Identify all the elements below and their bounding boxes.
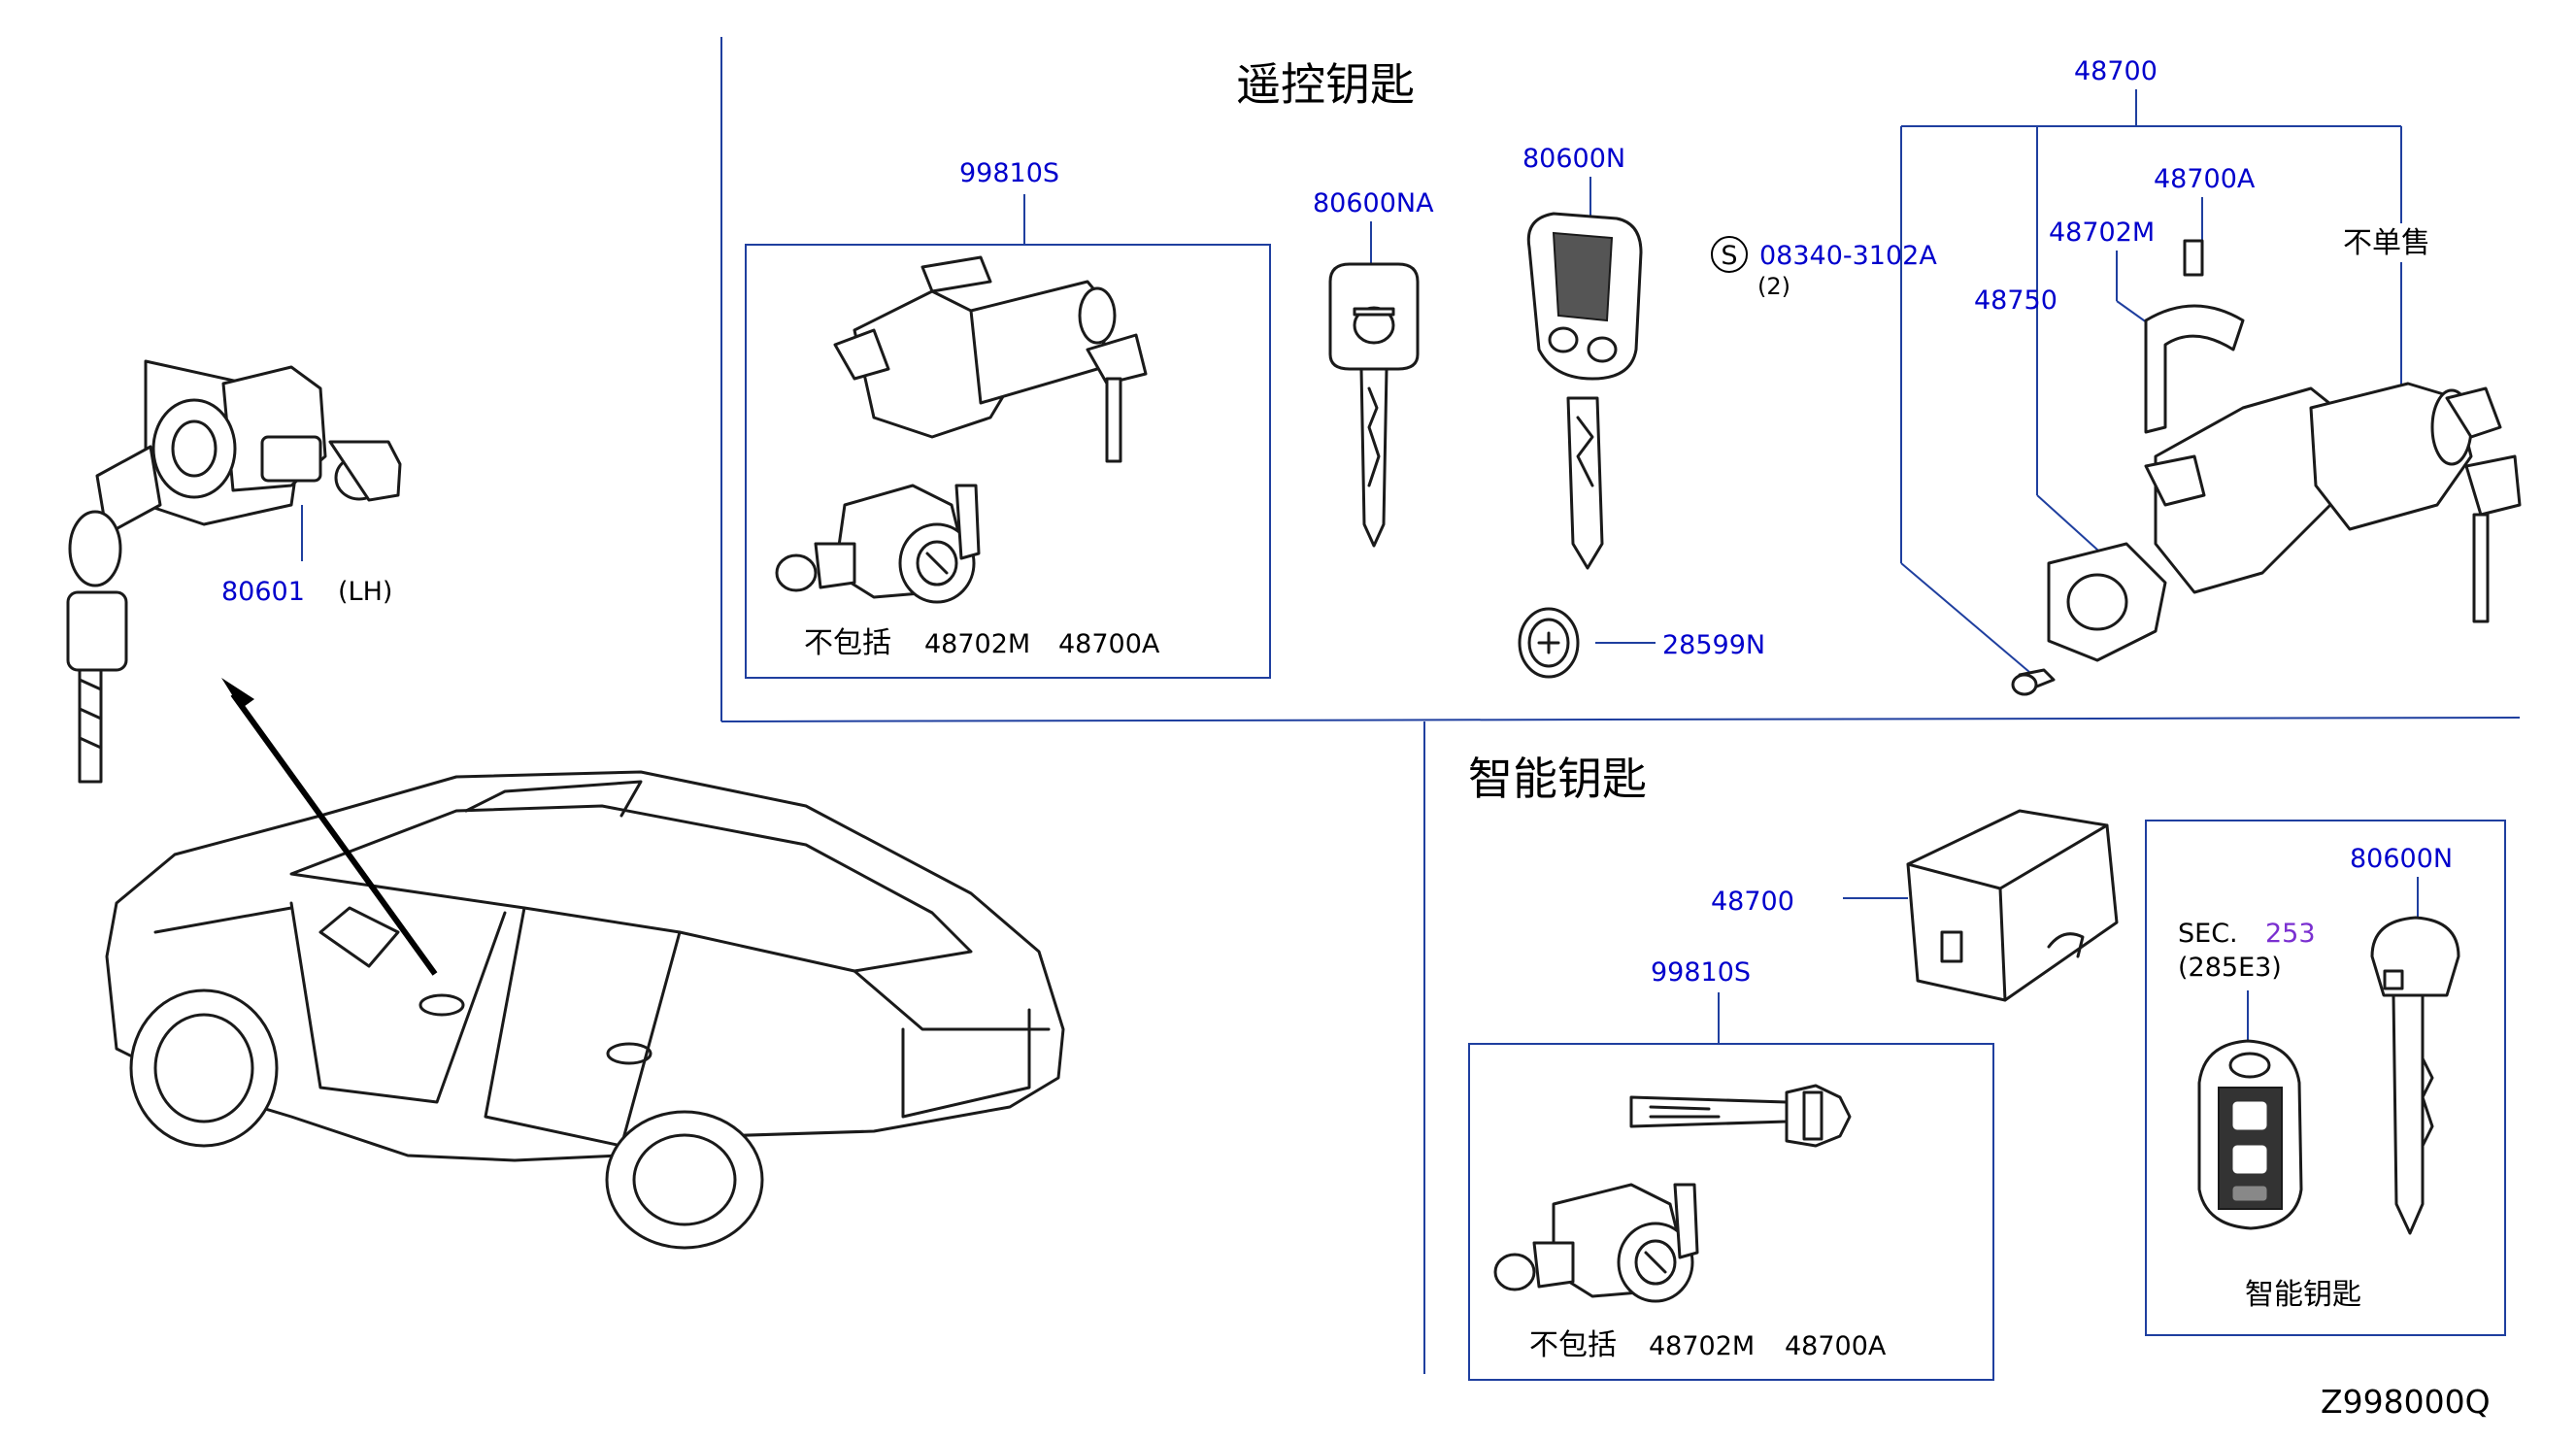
part-08340-3102a[interactable]: 08340-3102A — [1759, 241, 1937, 271]
intelligent-key-caption: 智能钥匙 — [2245, 1278, 2361, 1312]
smart-kit-not-incl-48700a: 48700A — [1785, 1331, 1887, 1361]
intelligent-key-box — [2145, 820, 2506, 1336]
sec-253[interactable]: 253 — [2265, 919, 2316, 949]
part-80600n-smart[interactable]: 80600N — [2350, 844, 2453, 874]
remote-key-80600n-illustration — [1526, 212, 1643, 570]
part-48700a[interactable]: 48700A — [2154, 164, 2256, 194]
emergency-key-80600n-illustration — [2370, 916, 2460, 1235]
screw-symbol: S — [1711, 236, 1748, 273]
lock-cover-48700-illustration — [1906, 809, 2119, 1002]
kit-not-incl-48700a: 48700A — [1058, 629, 1160, 659]
side-lh: (LH) — [338, 577, 392, 607]
arrow-to-door-lock — [221, 678, 438, 976]
key-blank-80600na-illustration — [1328, 262, 1420, 548]
not-sold-separately: 不单售 — [2343, 226, 2430, 260]
part-99810s-smart[interactable]: 99810S — [1651, 957, 1751, 988]
svg-text:S: S — [1721, 241, 1737, 271]
part-48750[interactable]: 48750 — [1974, 285, 2057, 316]
ignition-cylinder-kit-illustration — [775, 255, 1148, 604]
door-lock-cylinder-illustration — [66, 359, 402, 784]
part-28599n[interactable]: 28599N — [1662, 630, 1765, 660]
part-80601[interactable]: 80601 — [221, 577, 305, 607]
diagram-code: Z998000Q — [2321, 1383, 2491, 1421]
smart-kit-not-incl-label: 不包括 — [1529, 1328, 1617, 1362]
smart-kit-illustration — [1493, 1084, 1852, 1303]
kit-not-incl-48702m: 48702M — [924, 629, 1030, 659]
assembly-leader-lines — [1900, 89, 2402, 673]
steering-lock-assembly-illustration — [2011, 239, 2522, 696]
part-99810s[interactable]: 99810S — [959, 158, 1059, 188]
screw-qty: (2) — [1757, 273, 1790, 300]
smart-kit-99810s-box — [1468, 1043, 1994, 1381]
smart-kit-not-incl-48702m: 48702M — [1649, 1331, 1755, 1361]
remote-key-title: 遥控钥匙 — [1236, 58, 1415, 111]
battery-28599n-illustration — [1518, 607, 1580, 679]
intelligent-key-fob-illustration — [2197, 1039, 2303, 1230]
kit-not-incl-label: 不包括 — [804, 626, 891, 660]
part-48702m[interactable]: 48702M — [2049, 218, 2155, 248]
car-illustration — [105, 770, 1065, 1250]
sec-prefix: SEC. — [2178, 919, 2238, 949]
kit-99810s-box — [745, 244, 1271, 679]
part-80600n-remote[interactable]: 80600N — [1522, 144, 1625, 174]
section-frames — [720, 37, 2521, 1374]
smart-key-title: 智能钥匙 — [1468, 753, 1647, 805]
part-48700-remote[interactable]: 48700 — [2074, 56, 2158, 86]
part-80600na[interactable]: 80600NA — [1313, 188, 1434, 218]
sec-285e3: (285E3) — [2178, 953, 2282, 983]
part-48700-smart[interactable]: 48700 — [1711, 887, 1794, 917]
